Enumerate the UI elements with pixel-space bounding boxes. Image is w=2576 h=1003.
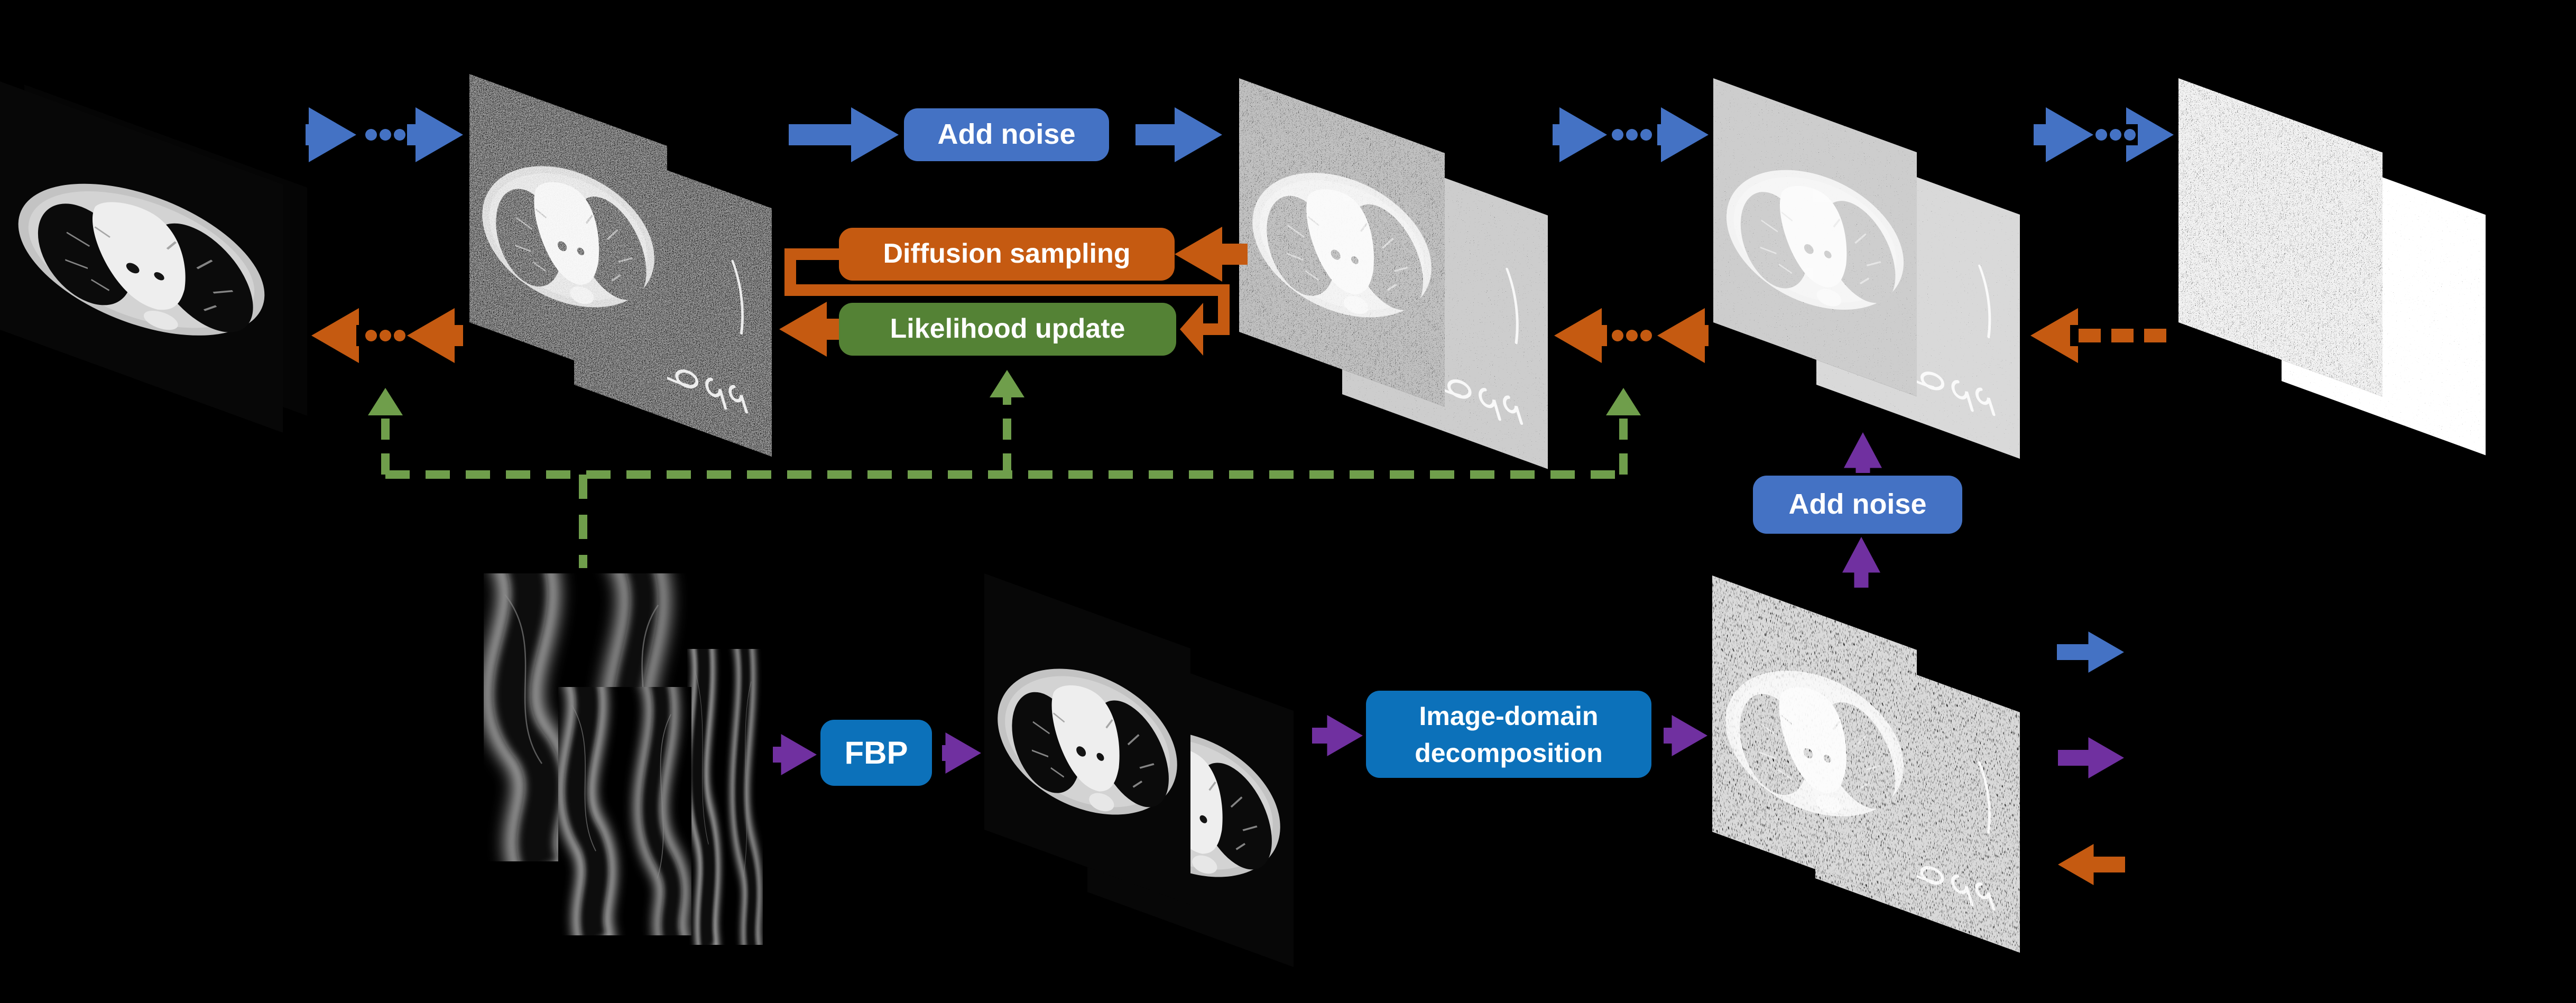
arrow-reverse-step-3a <box>1554 308 1607 363</box>
arrow-reverse-dashed-tail-seg-2 <box>2144 329 2166 342</box>
arrow-diffusion-to-likelihood-loop-head <box>1180 303 1203 356</box>
add-noise-box-top: Add noise <box>904 108 1109 161</box>
fbp-label: FBP <box>844 735 908 770</box>
arrow-reverse-out-of-likelihood <box>779 302 839 357</box>
diffusion-sampling-box: Diffusion sampling <box>839 228 1175 281</box>
arrow-forward-dots-4-dot-2 <box>2124 129 2136 141</box>
add-noise-box-bottom: Add noise <box>1753 476 1962 534</box>
arrow-forward-step-3b <box>1657 107 1709 162</box>
arrow-reverse-dashed-tail-seg-0 <box>2079 329 2101 342</box>
add-noise-box-bottom-label: Add noise <box>1788 488 1927 521</box>
arrow-forward-dots-1-dot-1 <box>380 129 391 141</box>
arrow-side-forward <box>2057 631 2124 673</box>
fbp-box: FBP <box>820 720 932 786</box>
arrow-forward-step-1a <box>306 107 356 162</box>
arrow-reverse-dots-1-dot-1 <box>380 330 391 341</box>
arrow-reverse-step-1b <box>407 308 463 363</box>
arrow-fbp-to-recon <box>942 732 981 774</box>
arrow-forward-step-4a <box>2034 107 2093 162</box>
image-domain-decomposition-box: Image-domain decomposition <box>1366 691 1651 778</box>
arrow-forward-dots-3-dot-0 <box>1612 129 1623 141</box>
arrow-add-noise-to-chain <box>1844 432 1882 473</box>
arrow-forward-dots-3-dot-1 <box>1626 129 1638 141</box>
arrow-reverse-into-diffusion <box>1175 227 1248 282</box>
arrow-forward-step-3a <box>1553 107 1607 162</box>
arrow-forward-dots-1-dot-2 <box>394 129 405 141</box>
likelihood-update-box: Likelihood update <box>839 303 1176 356</box>
arrow-reverse-dashed-head <box>2030 308 2078 363</box>
arrow-reverse-dashed-tail-seg-1 <box>2111 329 2134 342</box>
arrow-guidance-up-center-head <box>990 370 1024 397</box>
arrow-sinogram-to-fbp <box>773 734 817 775</box>
arrow-side-reverse <box>2058 844 2125 885</box>
arrow-diffusion-to-likelihood-loop-path <box>784 248 1230 335</box>
add-noise-box-top-label: Add noise <box>937 118 1076 151</box>
arrow-forward-step-1b <box>407 107 463 162</box>
arrow-side-insert <box>2058 737 2124 778</box>
arrow-reverse-step-3b <box>1657 308 1709 363</box>
arrow-guidance-up-left-head <box>368 388 403 415</box>
stack-sinograms-plane-2-sinogram <box>558 687 691 935</box>
arrow-reverse-step-1a <box>311 308 359 363</box>
arrow-recon-to-decomposition <box>1312 715 1363 756</box>
arrow-reverse-dots-3-dot-1 <box>1626 330 1638 341</box>
image-domain-decomposition-label-line1: Image-domain <box>1419 701 1599 731</box>
diffusion-sampling-label: Diffusion sampling <box>883 238 1131 270</box>
arrow-stack-to-add-noise <box>1842 537 1880 588</box>
arrow-forward-dots-3-dot-2 <box>1640 129 1652 141</box>
arrow-reverse-dots-1-dot-2 <box>394 330 405 341</box>
arrow-reverse-dots-3-dot-0 <box>1612 330 1623 341</box>
arrow-forward-dots-4-dot-1 <box>2110 129 2121 141</box>
stack-sinograms-plane-1-sinogram <box>687 649 763 945</box>
arrow-out-of-add-noise <box>1135 107 1222 162</box>
arrow-reverse-dots-1-dot-0 <box>365 330 377 341</box>
arrow-into-add-noise <box>789 107 899 162</box>
arrow-decomposition-to-stack <box>1664 715 1707 756</box>
arrow-forward-dots-1-dot-0 <box>365 129 377 141</box>
arrow-forward-step-4b <box>2126 107 2174 162</box>
arrow-guidance-up-right-head <box>1606 388 1641 415</box>
arrow-forward-dots-4-dot-0 <box>2095 129 2107 141</box>
arrow-reverse-dots-3-dot-2 <box>1640 330 1652 341</box>
likelihood-update-label: Likelihood update <box>890 313 1125 345</box>
image-domain-decomposition-label-line2: decomposition <box>1415 738 1603 768</box>
